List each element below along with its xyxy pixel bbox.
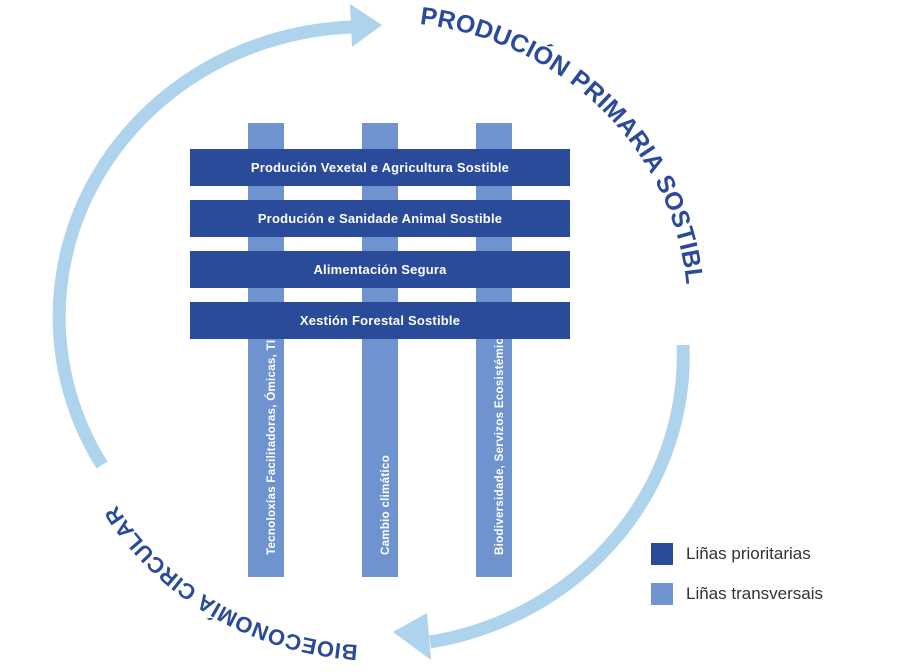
transversal-line-1: Tecnoloxías Facilitadoras, Ómicas, TICs: [248, 123, 284, 577]
transversal-line-3: Biodiversidade, Servizos Ecosistémicos: [476, 123, 512, 577]
priority-line-4: Xestión Forestal Sostible: [190, 302, 570, 339]
priority-swatch: [651, 543, 673, 565]
bottom-arc-label: BIOECONOMÍA CIRCULAR: [99, 502, 358, 665]
arrowhead-bottom-icon: [393, 613, 431, 660]
priority-line-2: Produción e Sanidade Animal Sostible: [190, 200, 570, 237]
arc-arrow-right: [428, 344, 690, 649]
legend-priority-label: Liñas prioritarias: [686, 544, 811, 563]
transversal-swatch: [651, 583, 673, 605]
priority-line-1-label: Produción Vexetal e Agricultura Sostible: [250, 160, 510, 175]
transversal-line-2: Cambio climático: [362, 123, 398, 577]
legend-item-priority: Liñas prioritarias: [651, 543, 811, 565]
legend-item-transversal: Liñas transversais: [651, 583, 823, 605]
legend-transversal-label: Liñas transversais: [686, 584, 824, 603]
priority-line-4-label: Xestión Forestal Sostible: [299, 313, 461, 328]
arrowhead-top-icon: [350, 4, 382, 47]
transversal-line-3-label: Biodiversidade, Servizos Ecosistémicos: [494, 323, 506, 555]
arc-arrow-left: [52, 20, 353, 469]
transversal-line-2-label: Cambio climático: [380, 454, 392, 555]
priority-line-1: Produción Vexetal e Agricultura Sostible: [190, 149, 570, 186]
priority-line-3: Alimentación Segura: [190, 251, 570, 288]
transversal-line-1-label: Tecnoloxías Facilitadoras, Ómicas, TICs: [266, 324, 278, 555]
priority-line-3-label: Alimentación Segura: [313, 262, 447, 277]
priority-line-2-label: Produción e Sanidade Animal Sostible: [257, 211, 503, 226]
